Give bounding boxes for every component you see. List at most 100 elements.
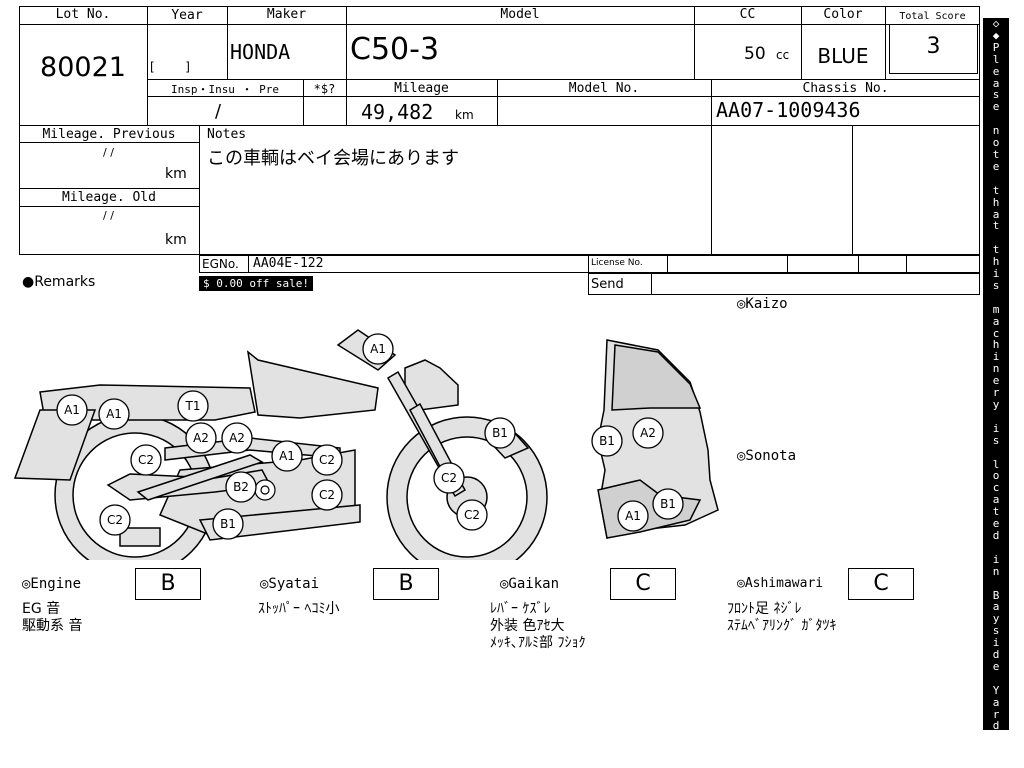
syatai-comment: ｽﾄｯﾊﾟｰ ﾍｺﾐ小 bbox=[258, 601, 340, 617]
damage-marker-label: B1 bbox=[220, 517, 236, 531]
side-notice-char: n bbox=[992, 564, 1000, 578]
side-notice-char: d bbox=[992, 719, 1000, 733]
rule bbox=[885, 6, 886, 79]
kaizo-label: ◎Kaizo bbox=[737, 296, 788, 312]
side-notice-char: r bbox=[992, 707, 1000, 721]
damage-marker: A2 bbox=[185, 422, 217, 454]
side-notice-char: h bbox=[992, 338, 1000, 352]
damage-marker-label: C2 bbox=[319, 488, 335, 502]
side-notice-char: e bbox=[992, 517, 1000, 531]
rule bbox=[906, 255, 907, 273]
side-notice-char bbox=[983, 292, 1009, 304]
side-notice-char: i bbox=[992, 636, 1000, 650]
damage-marker-label: C2 bbox=[464, 508, 480, 522]
mileage-previous-unit: km bbox=[165, 166, 187, 182]
mileage-old-label: Mileage. Old bbox=[62, 190, 156, 205]
damage-marker: A1 bbox=[98, 398, 130, 430]
chassis-value: AA07-1009436 bbox=[716, 98, 861, 122]
side-notice-char: a bbox=[992, 695, 1000, 709]
side-notice-char bbox=[983, 673, 1009, 685]
sonota-label: ◎Sonota bbox=[737, 448, 797, 464]
side-notice-char: e bbox=[992, 659, 1000, 673]
side-notice-char: e bbox=[992, 374, 1000, 388]
damage-marker: A2 bbox=[632, 417, 664, 449]
maker-label: Maker bbox=[266, 7, 307, 22]
damage-marker: A1 bbox=[271, 440, 303, 472]
damage-marker: C2 bbox=[130, 444, 162, 476]
rule bbox=[667, 255, 668, 273]
rule bbox=[497, 79, 498, 125]
side-notice-char: n bbox=[992, 124, 1000, 138]
side-notice-char bbox=[983, 173, 1009, 185]
damage-marker-label: B1 bbox=[599, 434, 615, 448]
damage-marker-label: C2 bbox=[441, 471, 457, 485]
mileage-previous-date: / / bbox=[103, 146, 114, 159]
side-notice-char: c bbox=[992, 481, 1000, 495]
side-notice-char: s bbox=[992, 624, 1000, 638]
damage-marker: B1 bbox=[591, 425, 623, 457]
side-notice-char: e bbox=[992, 159, 1000, 173]
send-label: Send bbox=[591, 277, 624, 292]
side-notice-char: n bbox=[992, 362, 1000, 376]
mileage-previous-label: Mileage. Previous bbox=[42, 127, 176, 142]
total-score-value: 3 bbox=[926, 34, 941, 59]
side-notice-char: a bbox=[992, 314, 1000, 328]
rule bbox=[19, 142, 199, 143]
mileage-value: 49,482 bbox=[361, 100, 434, 124]
rule bbox=[694, 6, 695, 79]
gaikan-label: ◎Gaikan bbox=[500, 576, 560, 592]
damage-marker-label: A2 bbox=[640, 426, 656, 440]
damage-marker-label: C2 bbox=[319, 453, 335, 467]
damage-marker-label: A1 bbox=[370, 342, 386, 356]
side-notice-char: s bbox=[992, 278, 1000, 292]
damage-marker: B1 bbox=[652, 488, 684, 520]
eg-value: AA04E-122 bbox=[253, 256, 324, 271]
eg-row bbox=[199, 255, 980, 273]
side-notice-char: t bbox=[992, 505, 1000, 519]
rule bbox=[19, 188, 199, 189]
syatai-label: ◎Syatai bbox=[260, 576, 320, 592]
gaikan-grade: C bbox=[610, 568, 676, 600]
ashimawari-grade: C bbox=[848, 568, 914, 600]
rule bbox=[248, 255, 249, 273]
sale-badge: $ 0.00 off sale! bbox=[199, 276, 313, 291]
side-notice-char: i bbox=[992, 552, 1000, 566]
rule bbox=[227, 6, 228, 79]
side-notice-char bbox=[983, 447, 1009, 459]
side-notice-char: i bbox=[992, 267, 1000, 281]
damage-marker-label: T1 bbox=[185, 399, 201, 413]
remarks-label: ●Remarks bbox=[22, 274, 96, 290]
engine-grade: B bbox=[135, 568, 201, 600]
side-notice-char: t bbox=[992, 243, 1000, 257]
side-notice-char: a bbox=[992, 207, 1000, 221]
rule bbox=[19, 125, 980, 126]
side-notice-char bbox=[983, 578, 1009, 590]
damage-marker: T1 bbox=[177, 390, 209, 422]
damage-marker: A1 bbox=[362, 333, 394, 365]
mileage-old-unit: km bbox=[165, 232, 187, 248]
damage-marker: C2 bbox=[311, 444, 343, 476]
side-notice-char: i bbox=[992, 421, 1000, 435]
send-row bbox=[588, 273, 980, 295]
cc-label: CC bbox=[739, 7, 756, 22]
side-notice-char: m bbox=[992, 302, 1000, 316]
damage-marker: A2 bbox=[221, 422, 253, 454]
year-bracket: [ ] bbox=[150, 60, 190, 74]
rule bbox=[711, 79, 712, 255]
engine-label: ◎Engine bbox=[22, 576, 82, 592]
rule bbox=[303, 79, 304, 125]
total-score-label: Total Score bbox=[899, 11, 966, 22]
lot-label: Lot No. bbox=[55, 7, 111, 22]
damage-marker: C2 bbox=[99, 504, 131, 536]
side-notice-char: Y bbox=[992, 683, 1000, 697]
rule bbox=[787, 255, 788, 273]
damage-marker-label: A2 bbox=[229, 431, 245, 445]
chassis-label: Chassis No. bbox=[802, 81, 889, 96]
license-label: License No. bbox=[591, 258, 643, 268]
rule bbox=[651, 273, 652, 295]
side-notice-char: y bbox=[992, 398, 1000, 411]
engine-comment: EG 音 駆動系 音 bbox=[22, 601, 83, 634]
syatai-grade: B bbox=[373, 568, 439, 600]
color-label: Color bbox=[823, 7, 863, 22]
